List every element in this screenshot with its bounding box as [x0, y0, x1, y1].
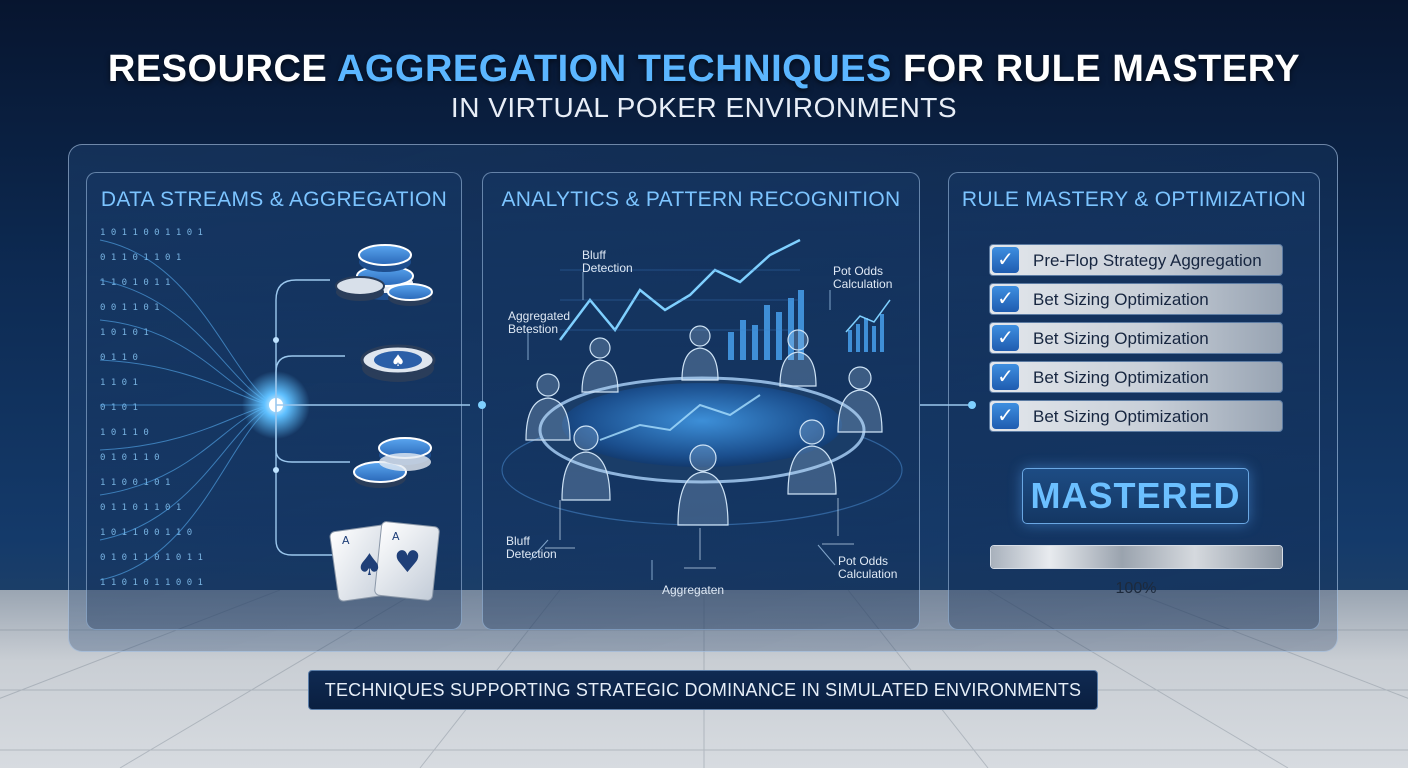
trend-line — [559, 238, 801, 341]
panel-title-analytics: ANALYTICS & PATTERN RECOGNITION — [501, 188, 901, 211]
label-aggregated-betestion: Aggregated Betestion — [508, 309, 571, 336]
label-aggregaten: Aggregaten — [662, 583, 725, 597]
svg-text:♠: ♠ — [391, 351, 405, 370]
progress-percent: 100% — [1115, 580, 1157, 597]
label-bluff-detection-top: Bluff Detection — [582, 248, 633, 275]
checklist-item: ✓ Bet Sizing Optimization — [989, 400, 1283, 432]
checklist-item-label: Pre-Flop Strategy Aggregation — [1033, 251, 1262, 270]
analytics-bars — [728, 290, 884, 360]
svg-text:0 1 1 0 1 1 0 1: 0 1 1 0 1 1 0 1 — [100, 253, 181, 263]
poker-chip-stack-icon — [335, 244, 433, 306]
table-players — [525, 325, 883, 526]
connector-dot-2 — [968, 401, 976, 409]
checklist-item: ✓ Pre-Flop Strategy Aggregation — [989, 244, 1283, 276]
checkmark-icon: ✓ — [992, 325, 1019, 351]
checklist-item: ✓ Bet Sizing Optimization — [989, 361, 1283, 393]
progress-bar — [990, 545, 1283, 569]
svg-text:1 1 0 1 0 1 1: 1 1 0 1 0 1 1 — [100, 278, 170, 288]
panel-title-mastery: RULE MASTERY & OPTIMIZATION — [961, 188, 1307, 211]
title-part-1: RESOURCE — [107, 48, 337, 90]
checklist-item: ✓ Bet Sizing Optimization — [989, 322, 1283, 354]
svg-text:0 1 1 0: 0 1 1 0 — [100, 353, 138, 363]
svg-text:♥: ♥ — [394, 545, 421, 580]
mastered-badge: MASTERED — [1022, 468, 1249, 524]
chairs — [545, 498, 854, 569]
title-part-2: FOR RULE MASTERY — [891, 48, 1301, 90]
label-pot-odds-bottom: Pot Odds Calculation — [838, 554, 898, 581]
node-connectors — [275, 279, 972, 556]
label-bluff-detection-bottom: Bluff Detection — [506, 534, 557, 561]
title-highlight: AGGREGATION TECHNIQUES — [336, 48, 892, 90]
svg-text:0 1 0 1 1 0: 0 1 0 1 1 0 — [100, 453, 160, 463]
binary-stream: 1 0 1 1 0 0 1 1 0 1 0 1 1 0 1 1 0 1 1 1 … — [100, 228, 203, 588]
checklist-item-label: Bet Sizing Optimization — [1033, 329, 1209, 348]
checkmark-icon: ✓ — [992, 247, 1019, 273]
svg-text:1 1 0 1 0 1 1 0 0 1: 1 1 0 1 0 1 1 0 0 1 — [100, 578, 203, 588]
page-subtitle: IN VIRTUAL POKER ENVIRONMENTS — [450, 92, 958, 123]
checkmark-icon: ✓ — [992, 364, 1019, 390]
svg-text:1 0 1 1 0 0 1 1 0: 1 0 1 1 0 0 1 1 0 — [100, 528, 192, 538]
checkmark-icon: ✓ — [992, 286, 1019, 312]
svg-text:1 0 1 1 0 0 1 1 0 1: 1 0 1 1 0 0 1 1 0 1 — [100, 228, 203, 238]
svg-text:1 0 1 1 0: 1 0 1 1 0 — [100, 428, 149, 438]
svg-text:0 1 0 1 1 0 1 0 1 1: 0 1 0 1 1 0 1 0 1 1 — [100, 553, 203, 563]
poker-chip-pair-icon — [353, 437, 432, 488]
checklist-item: ✓ Bet Sizing Optimization — [989, 283, 1283, 315]
checklist-item-label: Bet Sizing Optimization — [1033, 368, 1209, 387]
svg-text:1 0 1 0 1: 1 0 1 0 1 — [100, 328, 149, 338]
svg-text:A: A — [392, 530, 400, 543]
checklist-item-label: Bet Sizing Optimization — [1033, 290, 1209, 309]
svg-text:0 0 1 1 0 1: 0 0 1 1 0 1 — [100, 303, 160, 313]
poker-chip-spade-icon: ♠ — [360, 344, 436, 382]
progress-bar-fill — [991, 546, 1282, 568]
checklist-item-label: Bet Sizing Optimization — [1033, 407, 1209, 426]
panel-title-data-streams: DATA STREAMS & AGGREGATION — [100, 188, 448, 211]
playing-cards-icon: ♠ ♥ A A — [329, 521, 440, 602]
poker-table-surface — [562, 383, 842, 467]
label-pot-odds-top: Pot Odds Calculation — [833, 264, 893, 291]
svg-text:A: A — [342, 534, 350, 547]
page-title: RESOURCE AGGREGATION TECHNIQUES FOR RULE… — [0, 48, 1408, 91]
svg-text:♠: ♠ — [356, 548, 383, 583]
checkmark-icon: ✓ — [992, 403, 1019, 429]
connector-dot-1 — [478, 401, 486, 409]
svg-text:1 1 0 1: 1 1 0 1 — [100, 378, 138, 388]
svg-text:1 1 0 0 1 0 1: 1 1 0 0 1 0 1 — [100, 478, 170, 488]
svg-text:0 1 0 1: 0 1 0 1 — [100, 403, 138, 413]
svg-text:0 1 1 0 1 1 0 1: 0 1 1 0 1 1 0 1 — [100, 503, 181, 513]
footer-banner: TECHNIQUES SUPPORTING STRATEGIC DOMINANC… — [308, 670, 1098, 710]
